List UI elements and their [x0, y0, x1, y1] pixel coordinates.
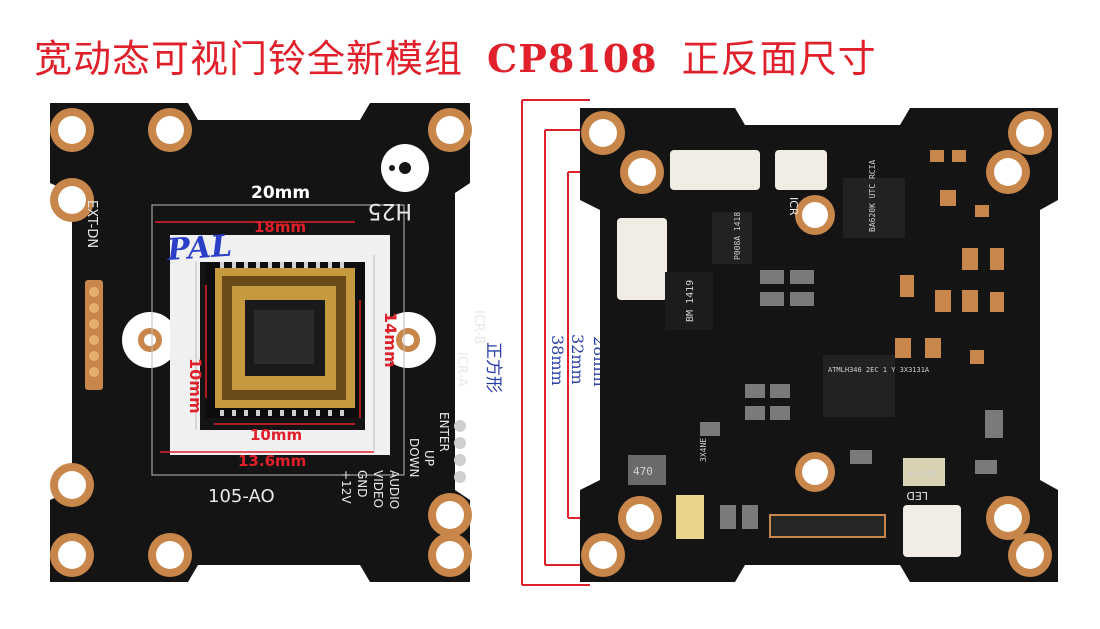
ic-bm1419 — [665, 272, 713, 330]
back-pad-tr2 — [986, 150, 1030, 194]
front-mount-left — [122, 312, 178, 368]
back-smd-parts — [700, 270, 1003, 529]
back-board: BA620K UTC RCIA P008A 1418 BM 1419 ATMLH… — [580, 108, 1058, 582]
silk-video: VIDEO — [371, 470, 385, 508]
front-mount-right — [380, 312, 436, 368]
front-pad-bl2 — [148, 533, 192, 577]
title-model: CP8108 — [487, 36, 658, 81]
capacitor-tantalum — [676, 495, 704, 539]
inductor-470-label: 470 — [633, 465, 653, 478]
back-pad-tl — [581, 111, 625, 155]
silk-audio: AUDIO — [387, 470, 401, 509]
front-dim-10mm-horizontal: 10mm — [250, 426, 302, 444]
sensor-surround — [170, 235, 390, 455]
front-dim-14mm: 14mm — [381, 312, 400, 368]
front-pad-tl — [50, 108, 94, 152]
silk-icr-a: ICR-A — [454, 352, 469, 387]
connector-led-2pin — [903, 505, 961, 557]
front-left-connector — [85, 280, 103, 390]
inductor-470 — [628, 455, 666, 485]
connector-icr-2pin — [775, 150, 827, 190]
dim-38mm: 38mm — [548, 335, 567, 386]
back-pad-br — [1008, 533, 1052, 577]
front-pad-r2 — [428, 493, 472, 537]
silk-led: LED — [906, 489, 928, 502]
ic-ba620k-label: BA620K UTC RCIA — [868, 160, 877, 232]
label-square-char-1: 正方形 — [483, 342, 503, 393]
ic-atmlh346-label: ATMLH346 2EC 1 Y 3X3131A — [828, 366, 930, 374]
front-pad-br — [428, 533, 472, 577]
crystal-label: 54 000 — [908, 469, 937, 478]
silk-down: DOWN — [407, 438, 421, 478]
title-main: 宽动态可视门铃全新模组 — [34, 37, 464, 81]
ic-atmlh346 — [823, 355, 895, 417]
front-dim-10mm-vertical: 10mm — [186, 358, 205, 414]
ic-p008a-label: P008A 1418 — [733, 212, 742, 260]
back-pad-br2 — [986, 496, 1030, 540]
silk-up: UP — [422, 450, 436, 466]
page-title: 宽动态可视门铃全新模组 CP8108 正反面尺寸 — [34, 28, 877, 83]
silk-gnd: GND — [355, 470, 369, 498]
silk-enter: ENTER — [437, 412, 451, 452]
ic-bm1419-label: BM 1419 — [685, 280, 696, 322]
front-pad-l2 — [50, 463, 94, 507]
silk-3x4ne: 3X4NE — [699, 438, 708, 462]
front-board: 20mm 18mm 10mm 14mm 10mm 13.6mm PAL EXT-… — [50, 103, 486, 582]
front-dimension-lines — [151, 204, 405, 476]
front-dim-18mm: 18mm — [254, 218, 306, 236]
back-pad-tr — [1008, 111, 1052, 155]
title-suffix: 正反面尺寸 — [681, 37, 877, 81]
silk-icr: ICR — [787, 197, 800, 216]
front-dim-20mm: 20mm — [251, 183, 310, 203]
ic-p008a — [712, 212, 752, 264]
silk-105-ao: 105-AO — [208, 486, 275, 507]
back-pad-tl2 — [620, 150, 664, 194]
connector-top-4pin — [670, 150, 760, 190]
image-sensor — [205, 262, 365, 418]
crystal-54000 — [903, 458, 945, 486]
ic-ba620k — [843, 178, 905, 238]
label-square: 正方形 — [483, 342, 503, 393]
back-pad-bl2 — [618, 496, 662, 540]
silk-12v: +12V — [339, 470, 353, 504]
connector-bottom-header — [769, 514, 886, 538]
front-pad-tl2 — [148, 108, 192, 152]
silk-ext-dn: EXT-DN — [84, 200, 99, 248]
silk-h25: H25 — [367, 198, 412, 223]
silk-icr-b: ICR-B — [471, 310, 486, 345]
back-pad-bl — [581, 533, 625, 577]
dim-32mm: 32mm — [568, 334, 587, 385]
back-copper-pads — [895, 150, 1004, 364]
handwritten-pal: PAL — [165, 229, 233, 269]
connector-left-4pin — [617, 218, 667, 300]
front-button-pads — [454, 420, 466, 483]
front-dim-13-6mm: 13.6mm — [238, 452, 306, 470]
front-pad-bl — [50, 533, 94, 577]
front-pad-tr — [428, 108, 472, 152]
